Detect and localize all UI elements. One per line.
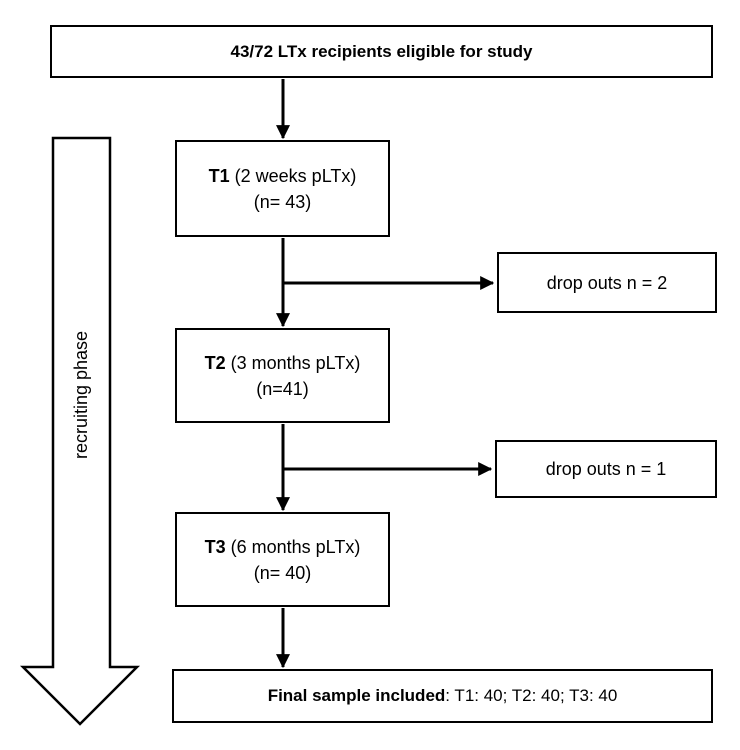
final-box: Final sample included: T1: 40; T2: 40; T…: [172, 669, 713, 723]
t2-n: (n=41): [256, 378, 309, 399]
recruiting-phase-label: recruiting phase: [70, 330, 91, 460]
t3-n: (n= 40): [253, 562, 312, 583]
t2-detail: (3 months pLTx): [225, 352, 361, 373]
final-detail: : T1: 40; T2: 40; T3: 40: [445, 686, 618, 705]
eligible-box: 43/72 LTx recipients eligible for study: [50, 25, 713, 78]
final-text: Final sample included: T1: 40; T2: 40; T…: [268, 683, 618, 709]
t2-label: T2: [204, 352, 226, 373]
dropout1-text: drop outs n = 2: [546, 272, 668, 293]
t1-title: T1 (2 weeks pLTx): [209, 163, 357, 189]
recruiting-phase-arrow: [19, 136, 141, 726]
t1-detail: (2 weeks pLTx): [229, 165, 357, 186]
dropout1-box: drop outs n = 2: [497, 252, 717, 313]
t3-title: T3 (6 months pLTx): [205, 534, 361, 560]
t2-title: T2 (3 months pLTx): [205, 350, 361, 376]
eligible-text: 43/72 LTx recipients eligible for study: [230, 41, 533, 61]
t3-detail: (6 months pLTx): [225, 536, 361, 557]
t1-label: T1: [208, 165, 230, 186]
t2-box: T2 (3 months pLTx) (n=41): [175, 328, 390, 423]
t1-n: (n= 43): [253, 191, 312, 212]
dropout2-box: drop outs n = 1: [495, 440, 717, 498]
t3-label: T3: [204, 536, 226, 557]
dropout2-text: drop outs n = 1: [545, 459, 667, 479]
final-label: Final sample included: [267, 686, 446, 705]
t3-box: T3 (6 months pLTx) (n= 40): [175, 512, 390, 607]
t1-box: T1 (2 weeks pLTx) (n= 43): [175, 140, 390, 237]
